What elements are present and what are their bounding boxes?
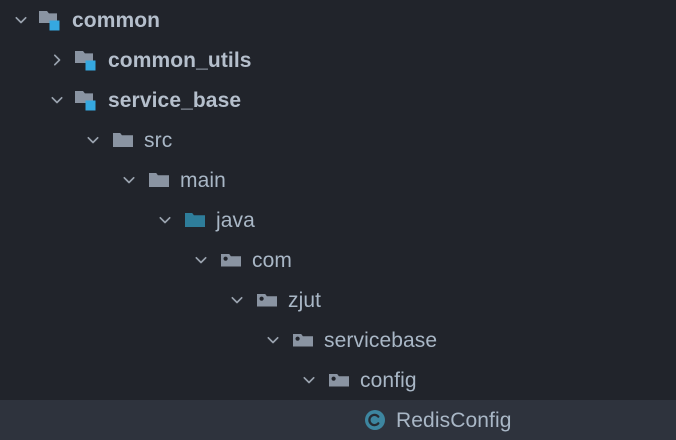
tree-row-label: com (252, 248, 292, 272)
chevron-down-icon[interactable] (118, 169, 140, 191)
chevron-down-icon[interactable] (262, 329, 284, 351)
tree-row[interactable]: servicebase (0, 320, 676, 360)
tree-row-label: servicebase (324, 328, 438, 352)
tree-row[interactable]: java (0, 200, 676, 240)
source-root-folder-icon (182, 207, 208, 233)
tree-row[interactable]: main (0, 160, 676, 200)
tree-row-label: java (216, 208, 255, 232)
tree-row[interactable]: service_base (0, 80, 676, 120)
java-class-icon (362, 407, 388, 433)
chevron-down-icon[interactable] (226, 289, 248, 311)
chevron-down-icon[interactable] (82, 129, 104, 151)
folder-icon (146, 167, 172, 193)
package-folder-icon (326, 367, 352, 393)
chevron-down-icon[interactable] (46, 89, 68, 111)
tree-row-label: RedisConfig (396, 408, 512, 432)
package-folder-icon (254, 287, 280, 313)
package-folder-icon (290, 327, 316, 353)
chevron-down-icon[interactable] (190, 249, 212, 271)
module-folder-icon (74, 47, 100, 73)
tree-row-label: zjut (288, 288, 322, 312)
chevron-down-icon[interactable] (154, 209, 176, 231)
tree-row-label: main (180, 168, 226, 192)
module-folder-icon (38, 7, 64, 33)
tree-row[interactable]: common_utils (0, 40, 676, 80)
tree-row[interactable]: config (0, 360, 676, 400)
chevron-right-icon[interactable] (46, 49, 68, 71)
tree-row[interactable]: RedisConfig (0, 400, 676, 440)
chevron-down-icon[interactable] (10, 9, 32, 31)
tree-row[interactable]: common (0, 0, 676, 40)
tree-row[interactable]: com (0, 240, 676, 280)
package-folder-icon (218, 247, 244, 273)
tree-row-label: common (72, 8, 161, 32)
tree-row[interactable]: src (0, 120, 676, 160)
tree-row[interactable]: zjut (0, 280, 676, 320)
chevron-down-icon[interactable] (298, 369, 320, 391)
module-folder-icon (74, 87, 100, 113)
tree-row-label: config (360, 368, 417, 392)
tree-row-label: src (144, 128, 173, 152)
tree-row-label: service_base (108, 88, 242, 112)
folder-icon (110, 127, 136, 153)
tree-indent-spacer (334, 409, 356, 431)
tree-row-label: common_utils (108, 48, 252, 72)
